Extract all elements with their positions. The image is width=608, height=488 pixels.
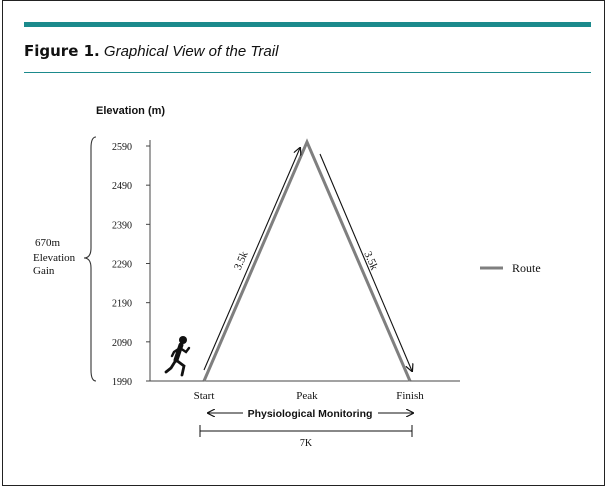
total-distance-label: 7K <box>300 438 313 449</box>
elevation-gain-suffix: Gain <box>33 265 55 277</box>
elevation-gain-bracket <box>83 136 97 382</box>
figure-title: Figure 1. Graphical View of the Trail <box>24 42 278 60</box>
runner-icon <box>164 336 191 377</box>
descent-arrow <box>319 153 412 371</box>
y-axis-label: Elevation (m) <box>96 105 165 117</box>
legend-route-label: Route <box>512 261 541 275</box>
y-tick-label: 2190 <box>112 299 132 310</box>
y-tick-label: 2590 <box>112 142 132 153</box>
y-tick-label: 2090 <box>112 338 132 349</box>
figure-caption: Graphical View of the Trail <box>103 43 279 60</box>
monitoring-label: Physiological Monitoring <box>248 408 373 420</box>
route-series <box>202 138 412 382</box>
elevation-gain-value: 670m <box>35 237 61 249</box>
ascent-arrow <box>203 148 300 371</box>
x-tick-label: Peak <box>296 390 318 402</box>
x-tick-labels: Start Peak Finish <box>194 390 425 402</box>
x-tick-label: Start <box>194 390 215 402</box>
x-tick-label: Finish <box>396 390 424 402</box>
y-tick-label: 2490 <box>112 181 132 192</box>
descent-distance-label: 3.5k <box>361 250 380 273</box>
y-tick-label: 2290 <box>112 260 132 271</box>
figure-number: Figure 1. <box>24 42 100 60</box>
y-ticks: 1990 2090 2190 2290 2390 2490 2590 <box>112 142 150 388</box>
figure-top-bar <box>24 22 591 27</box>
y-tick-label: 2390 <box>112 220 132 231</box>
elevation-gain-word: Elevation <box>33 252 76 264</box>
figure-title-rule <box>24 72 591 73</box>
y-tick-label: 1990 <box>112 377 132 388</box>
